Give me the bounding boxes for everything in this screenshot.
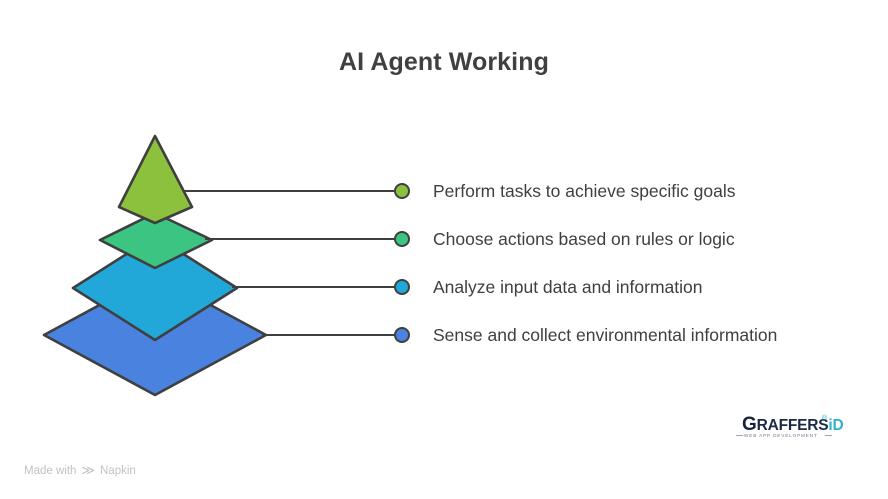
pyramid-layer-top[interactable]: [117, 134, 194, 225]
connector-dot-analyze[interactable]: [394, 279, 410, 295]
brand-wordmark: GRAFFERSiD: [742, 414, 844, 436]
connector-dot-choose[interactable]: [394, 231, 410, 247]
tagline-rule-left: [736, 435, 743, 436]
layer-label-sense: Sense and collect environmental informat…: [433, 325, 778, 345]
pyramid-layer-lower-middle[interactable]: [71, 234, 239, 342]
layer-label-analyze: Analyze input data and information: [433, 277, 703, 297]
page-title: AI Agent Working: [339, 48, 549, 76]
layer-label-choose: Choose actions based on rules or logic: [433, 229, 735, 249]
napkin-product-name: Napkin: [100, 464, 136, 477]
brand-tagline: WEB APP DEVELOPMENT: [744, 433, 818, 438]
layer-shape-choose[interactable]: [98, 211, 214, 270]
layer-shape-perform[interactable]: [117, 134, 194, 225]
napkin-chevrons-icon: ≫: [81, 462, 96, 478]
connector-dot-sense[interactable]: [394, 327, 410, 343]
brand-name-suffix: iD: [828, 417, 844, 434]
graffersid-logo: GRAFFERSiD ® WEB APP DEVELOPMENT: [736, 414, 844, 446]
trademark-symbol: ®: [822, 415, 828, 422]
layer-label-perform: Perform tasks to achieve specific goals: [433, 181, 736, 201]
pyramid-layer-upper-middle[interactable]: [98, 211, 214, 270]
brand-name-mid: RAFFERS: [756, 417, 829, 434]
layer-shape-analyze[interactable]: [71, 234, 239, 342]
made-with-label: Made with: [24, 464, 77, 477]
brand-initial: G: [742, 414, 757, 435]
napkin-attribution[interactable]: Made with ≫ Napkin: [24, 464, 136, 477]
connector-dot-perform[interactable]: [394, 183, 410, 199]
tagline-rule-right: [825, 435, 832, 436]
